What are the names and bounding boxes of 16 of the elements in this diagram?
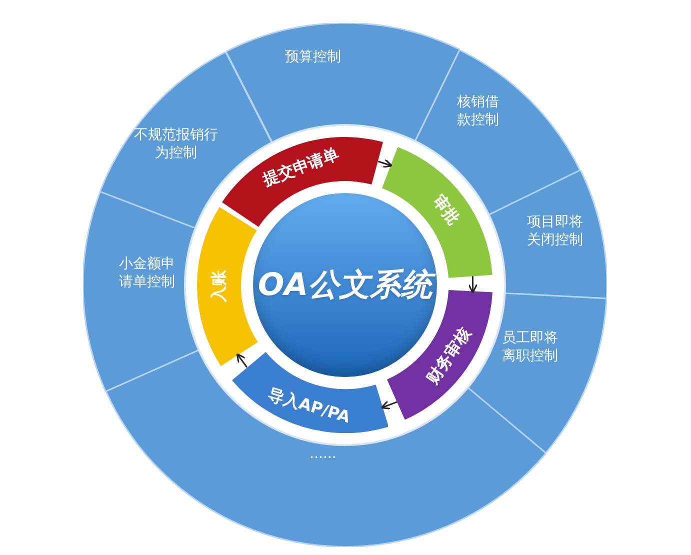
- control-label: 项目即将关闭控制: [526, 212, 584, 250]
- control-label: 核销借款控制: [456, 92, 500, 130]
- step-label: 审批: [428, 190, 465, 230]
- step-label: 财务审核: [421, 323, 476, 390]
- control-label: 员工即将离职控制: [500, 328, 559, 366]
- control-label: ......: [308, 444, 338, 464]
- arrow: [378, 158, 393, 168]
- control-label: 不规范报销行为控制: [134, 126, 218, 162]
- control-label: 预算控制: [284, 48, 342, 66]
- step-label: 导入AP/PA: [265, 383, 354, 428]
- arrow: [380, 400, 398, 410]
- arrow: [468, 276, 478, 294]
- step-label: 入账: [209, 269, 229, 304]
- control-label: 小金额申请单控制: [118, 254, 176, 292]
- step-label: 提交申请单: [258, 142, 342, 192]
- arrow: [236, 353, 248, 368]
